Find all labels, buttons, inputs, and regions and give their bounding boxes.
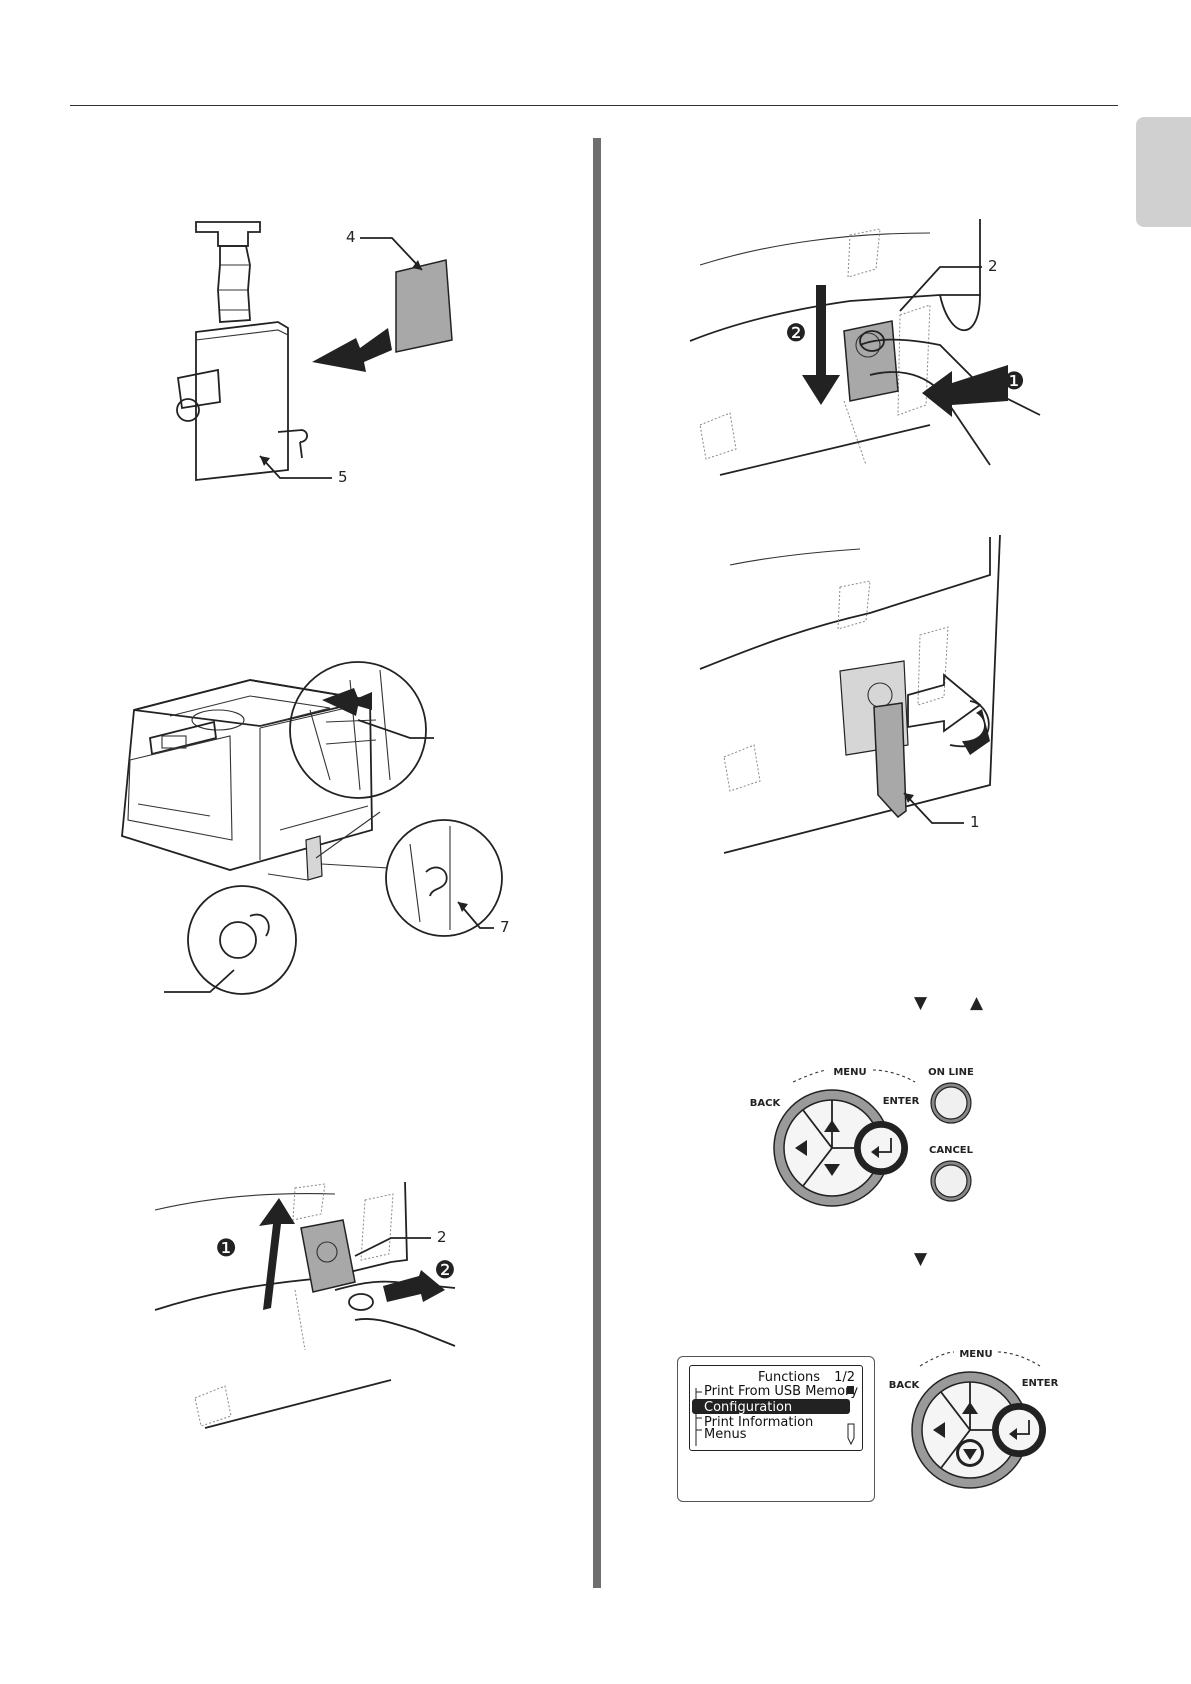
callout-2-label-b: 2	[988, 257, 998, 275]
callout-7-label: 7	[500, 918, 510, 936]
lcd-item-0[interactable]: Print From USB Memory	[704, 1384, 858, 1399]
enter-label-2: ENTER	[1022, 1378, 1059, 1389]
step-2-marker-b: ❷	[785, 319, 807, 347]
menu-label-2: MENU	[959, 1349, 992, 1360]
back-label: BACK	[750, 1098, 782, 1109]
figure-cover-open: ❶ ❷ 2	[155, 1190, 495, 1430]
lock-icon	[847, 1386, 854, 1394]
step-2-marker: ❷	[434, 1256, 456, 1284]
cancel-button[interactable]	[931, 1161, 971, 1201]
up-arrow-symbol: ▲	[970, 993, 983, 1013]
back-label-2: BACK	[889, 1380, 921, 1391]
online-label: ON LINE	[928, 1067, 974, 1078]
enter-button-2[interactable]	[992, 1403, 1046, 1457]
pencil-icon	[848, 1424, 854, 1444]
control-panel-2: MENU BACK ENTER	[890, 1340, 1070, 1490]
menu-label: MENU	[833, 1067, 866, 1078]
online-button[interactable]	[931, 1083, 971, 1123]
lcd-page: 1/2	[834, 1370, 855, 1385]
control-panel: MENU BACK ENTER ON LINE CANCEL	[745, 1058, 995, 1208]
down-arrow-symbol-2: ▼	[914, 1249, 927, 1269]
column-divider	[593, 138, 601, 1588]
chapter-tab	[1136, 117, 1191, 227]
lcd-item-1-selected[interactable]: Configuration	[704, 1400, 792, 1415]
lcd-item-3[interactable]: Menus	[704, 1427, 747, 1442]
figure-printer-callouts: 7	[110, 640, 540, 1000]
cancel-label: CANCEL	[929, 1145, 974, 1156]
down-arrow-symbol: ▼	[914, 993, 927, 1013]
down-button-2-highlighted[interactable]	[956, 1439, 984, 1467]
sd-card-label: 4	[346, 228, 356, 246]
lcd-screen: Functions 1/2 Print From USB Memory Conf…	[677, 1356, 875, 1502]
figure-cover-slide: ❷ ❶ 2	[690, 225, 1050, 485]
step-1-marker-b: ❶	[1003, 367, 1025, 395]
lcd-display: Functions 1/2 Print From USB Memory Conf…	[689, 1365, 863, 1451]
enter-button[interactable]	[854, 1121, 908, 1175]
figure-cover-close: 1	[700, 545, 1030, 855]
lcd-title: Functions	[758, 1370, 820, 1385]
header-rule	[70, 105, 1118, 106]
board-label: 5	[338, 468, 348, 486]
step-1-marker: ❶	[215, 1234, 237, 1262]
figure-sd-card-insertion: 4 5	[160, 210, 480, 490]
callout-1-label: 1	[970, 813, 980, 831]
enter-label: ENTER	[883, 1096, 920, 1107]
callout-2-label: 2	[437, 1228, 447, 1246]
